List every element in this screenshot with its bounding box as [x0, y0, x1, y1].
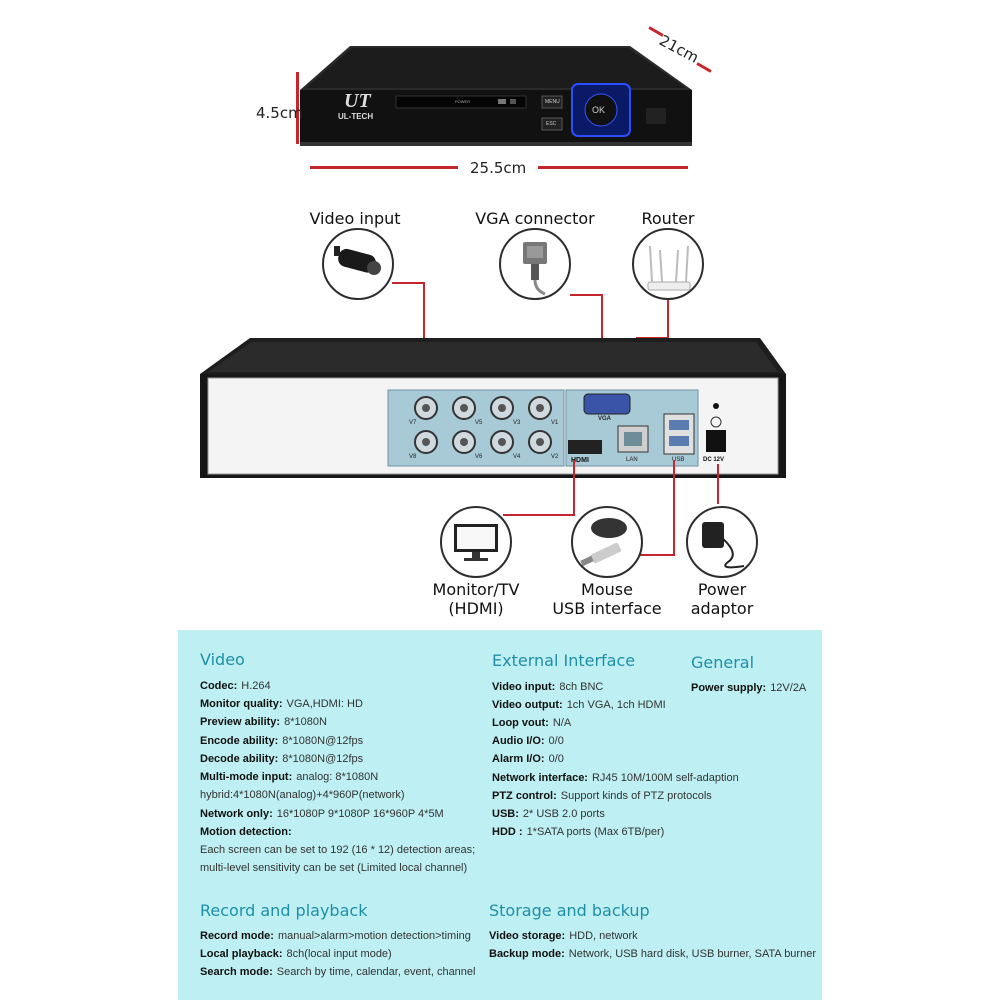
bnc-label-top-2: V5: [475, 420, 483, 426]
spec-backup-mode: Backup mode:Network, USB hard disk, USB …: [489, 948, 816, 960]
spec-local-playback: Local playback:8ch(local input mode): [200, 948, 392, 960]
spec-preview: Preview ability:8*1080N: [200, 716, 327, 728]
brand-name: UL-TECH: [338, 112, 374, 121]
spec-monitor-quality: Monitor quality:VGA,HDMI: HD: [200, 698, 363, 710]
bnc-label-bottom-1: V8: [409, 454, 417, 460]
dc-port-label: DC 12V: [703, 457, 725, 463]
link-router-v1: [667, 300, 669, 338]
bnc-label-bottom-2: V6: [475, 454, 483, 460]
spec-power-supply: Power supply:12V/2A: [691, 682, 807, 694]
width-dim-label: 25.5cm: [470, 159, 527, 177]
monitor-label-2: (HDMI): [448, 599, 504, 618]
spec-video-output: Video output:1ch VGA, 1ch HDMI: [492, 699, 666, 711]
link-hdmi-v: [573, 460, 575, 516]
usb-port-label: USB: [672, 457, 685, 463]
monitor-icon: [454, 524, 498, 561]
spec-multimode-line2: hybrid:4*1080N(analog)+4*960P(network): [200, 789, 405, 801]
brand-logo: UT: [344, 90, 371, 112]
spec-audio-io: Audio I/O:0/0: [492, 735, 564, 747]
power-adaptor-circle: [686, 506, 758, 578]
power-label-1: Power: [697, 580, 747, 599]
mouse-label-2: USB interface: [552, 599, 662, 618]
video-section-title: Video: [200, 650, 245, 669]
bnc-label-top-1: V7: [409, 420, 417, 426]
spec-multimode: Multi-mode input:analog: 8*1080N: [200, 771, 379, 783]
lan-port-label: LAN: [626, 457, 638, 463]
spec-search-mode: Search mode:Search by time, calendar, ev…: [200, 966, 476, 978]
width-dim-line-right: [538, 166, 688, 169]
spec-decode: Decode ability:8*1080N@12fps: [200, 753, 364, 765]
power-label: POWER: [455, 99, 471, 104]
router-label: Router: [641, 209, 695, 228]
spec-panel: Video Codec:H.264 Monitor quality:VGA,HD…: [178, 630, 822, 1000]
spec-record-mode: Record mode:manual>alarm>motion detectio…: [200, 930, 471, 942]
general-section-title: General: [691, 653, 755, 672]
dvr-rear-view: V7 V5 V3 V1 V8 V6 V4 V2 VGA HDMI LAN USB…: [200, 338, 786, 488]
menu-button: MENU: [545, 99, 560, 105]
bnc-label-bottom-3: V4: [513, 454, 521, 460]
camera-icon: [334, 246, 381, 275]
link-camera-h: [392, 282, 424, 284]
spec-ptz: PTZ control:Support kinds of PTZ protoco…: [492, 790, 712, 802]
vga-connector-label: VGA connector: [475, 209, 595, 228]
vga-cable-icon: [523, 242, 547, 296]
mouse-circle: [571, 506, 643, 578]
record-section-title: Record and playback: [200, 901, 368, 920]
router-circle: [632, 228, 704, 300]
monitor-label-1: Monitor/TV: [432, 580, 520, 599]
video-input-label: Video input: [309, 209, 401, 228]
spec-network-only: Network only:16*1080P 9*1080P 16*960P 4*…: [200, 808, 444, 820]
spec-network-interface: Network interface:RJ45 10M/100M self-ada…: [492, 772, 739, 784]
spec-loop-vout: Loop vout:N/A: [492, 717, 572, 729]
spec-hdd: HDD :1*SATA ports (Max 6TB/per): [492, 826, 665, 838]
power-adaptor-icon: [702, 522, 745, 569]
ok-button: OK: [592, 105, 606, 115]
dvr-rear-illustration: [200, 338, 786, 478]
dvr-front-view: UT UL-TECH POWER MENU ESC OK: [300, 38, 700, 150]
dvr-front-illustration: [300, 46, 692, 146]
router-icon: [647, 245, 691, 291]
bnc-label-top-4: V1: [551, 420, 559, 426]
external-section-title: External Interface: [492, 651, 636, 670]
spec-codec: Codec:H.264: [200, 680, 271, 692]
camera-circle: [322, 228, 394, 300]
storage-section-title: Storage and backup: [489, 901, 650, 920]
esc-button: ESC: [546, 121, 557, 127]
spec-motion-line2: multi-level sensitivity can be set (Limi…: [200, 862, 468, 874]
spec-usb: USB:2* USB 2.0 ports: [492, 808, 605, 820]
power-label-2: adaptor: [690, 599, 754, 618]
height-dim-label: 4.5cm: [256, 104, 303, 122]
link-dc-v: [717, 464, 719, 504]
bnc-label-bottom-4: V2: [551, 454, 559, 460]
link-usb-v: [673, 460, 675, 556]
spec-motion-line1: Each screen can be set to 192 (16 * 12) …: [200, 844, 476, 856]
vga-port-label: VGA: [598, 416, 612, 422]
vga-circle: [499, 228, 571, 300]
mouse-label-1: Mouse: [581, 580, 633, 599]
link-hdmi-h: [503, 514, 575, 516]
spec-video-storage: Video storage:HDD, network: [489, 930, 638, 942]
spec-video-input: Video input:8ch BNC: [492, 681, 604, 693]
link-usb-h: [637, 554, 675, 556]
hdmi-port-label: HDMI: [571, 457, 589, 464]
spec-alarm-io: Alarm I/O:0/0: [492, 753, 564, 765]
spec-encode: Encode ability:8*1080N@12fps: [200, 735, 364, 747]
spec-motion: Motion detection:: [200, 826, 292, 838]
bnc-label-top-3: V3: [513, 420, 521, 426]
width-dim-line-left: [310, 166, 458, 169]
monitor-circle: [440, 506, 512, 578]
height-dim-line: [296, 72, 299, 144]
link-vga-h: [570, 294, 602, 296]
mouse-icon: [580, 518, 627, 567]
